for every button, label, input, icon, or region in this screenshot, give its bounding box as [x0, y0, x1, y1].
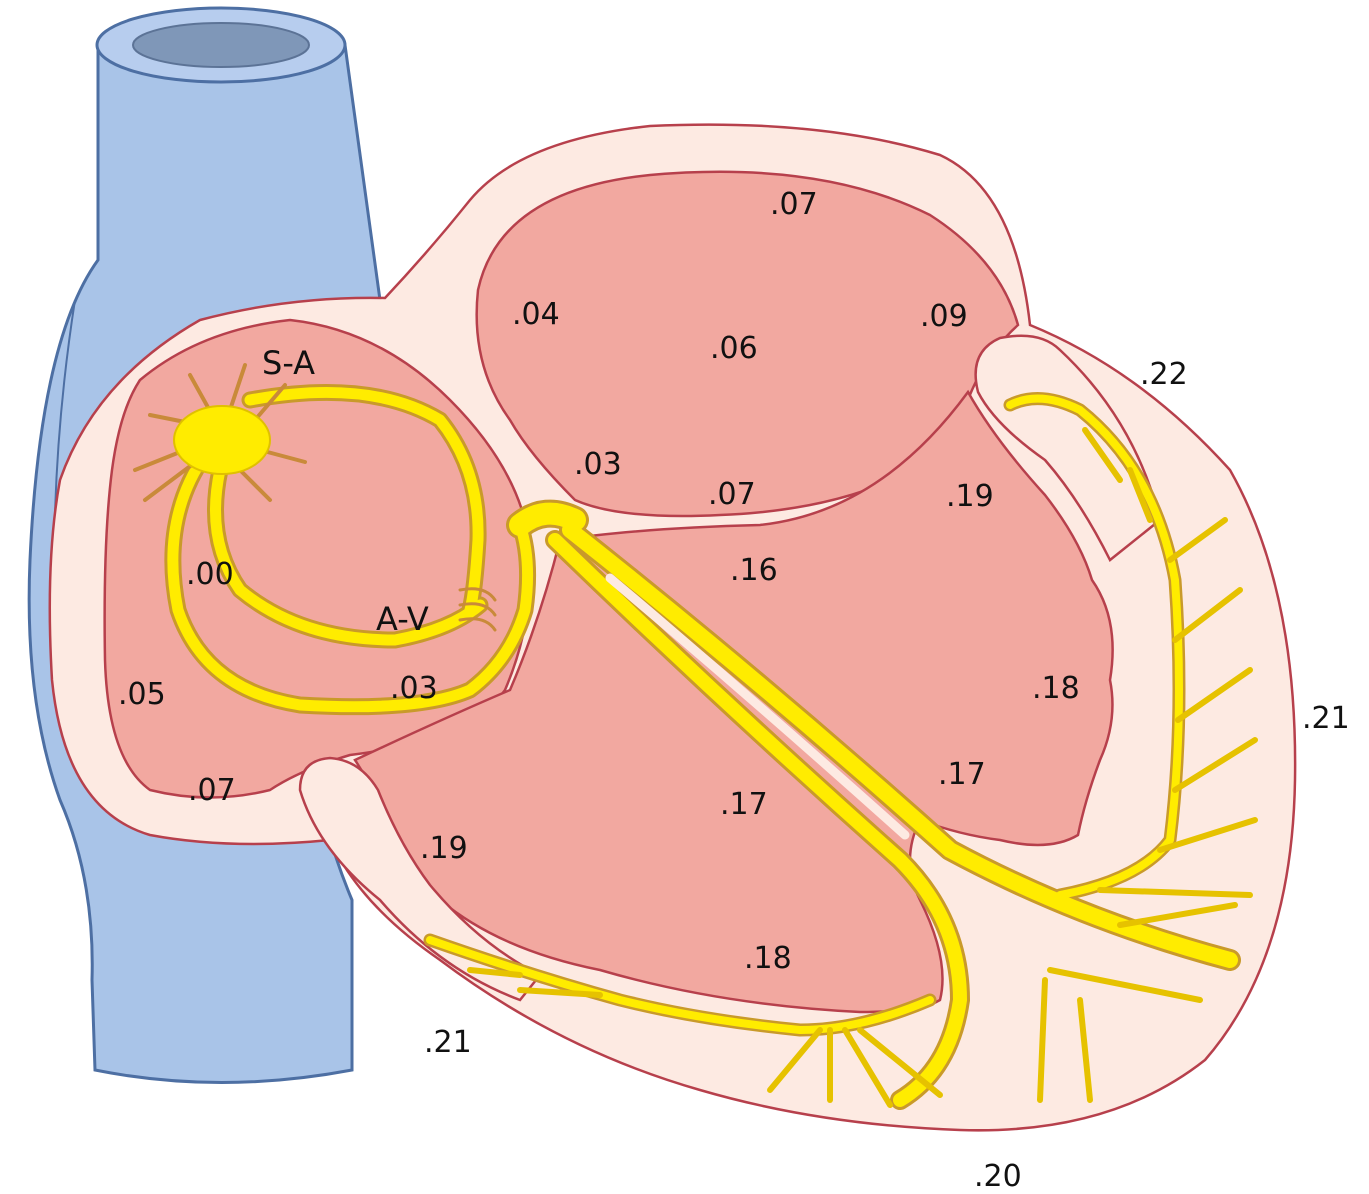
timing-label: .19: [946, 479, 994, 514]
timing-label: .17: [938, 757, 986, 792]
timing-label: .03: [574, 447, 622, 482]
timing-label: .04: [512, 297, 560, 332]
timing-label: .21: [424, 1025, 472, 1060]
timing-label: .07: [770, 187, 818, 222]
timing-label: .19: [420, 831, 468, 866]
sa-node-label: S-A: [262, 344, 315, 382]
timing-label: .05: [118, 677, 166, 712]
timing-label: .06: [710, 331, 758, 366]
timing-label: .22: [1140, 357, 1188, 392]
timing-label: .18: [1032, 671, 1080, 706]
vena-cava-lumen: [133, 23, 309, 67]
timing-label: .16: [730, 553, 778, 588]
timing-label: .07: [708, 477, 756, 512]
timing-label: .09: [920, 299, 968, 334]
timing-label: .07: [188, 773, 236, 808]
av-node-label: A-V: [376, 600, 429, 638]
timing-label: .21: [1302, 701, 1350, 736]
timing-label: .20: [974, 1159, 1022, 1194]
timing-label: .00: [186, 557, 234, 592]
timing-label: .18: [744, 941, 792, 976]
timing-label: .17: [720, 787, 768, 822]
timing-label: .03: [390, 671, 438, 706]
